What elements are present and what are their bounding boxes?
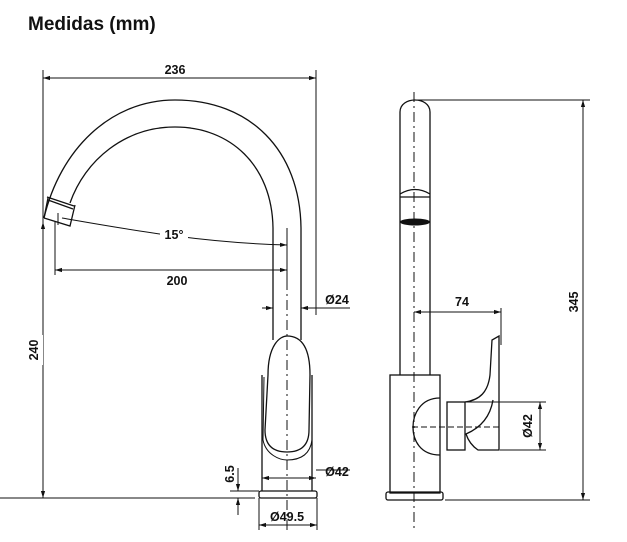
spout-outer xyxy=(43,99,302,229)
handle-lever xyxy=(264,335,311,453)
page-title: Medidas (mm) xyxy=(28,14,156,35)
side-handle-lever xyxy=(464,334,500,451)
front-view: 236 15° 200 Ø24 Ø42 xyxy=(0,63,350,532)
width-label: 236 xyxy=(165,63,186,77)
base-thickness-label: 6.5 xyxy=(223,465,237,482)
base-plate xyxy=(258,490,318,499)
spout-inner xyxy=(69,126,274,229)
reach-label: 200 xyxy=(167,274,188,288)
handle-offset-label: 74 xyxy=(455,295,469,309)
aerator xyxy=(43,196,76,227)
angle-label: 15° xyxy=(165,228,184,242)
aerator-outlet xyxy=(400,218,430,226)
side-view: 74 Ø42 345 xyxy=(385,92,590,532)
spout-diameter-label: Ø24 xyxy=(325,293,349,307)
side-stem xyxy=(399,99,431,375)
base-diameter-label: Ø49.5 xyxy=(270,510,304,524)
total-height-label: 345 xyxy=(567,292,581,313)
side-body xyxy=(389,374,441,494)
body-diameter-label: Ø42 xyxy=(325,465,349,479)
height-label: 240 xyxy=(27,340,41,361)
side-handle-diameter-label: Ø42 xyxy=(521,414,535,438)
